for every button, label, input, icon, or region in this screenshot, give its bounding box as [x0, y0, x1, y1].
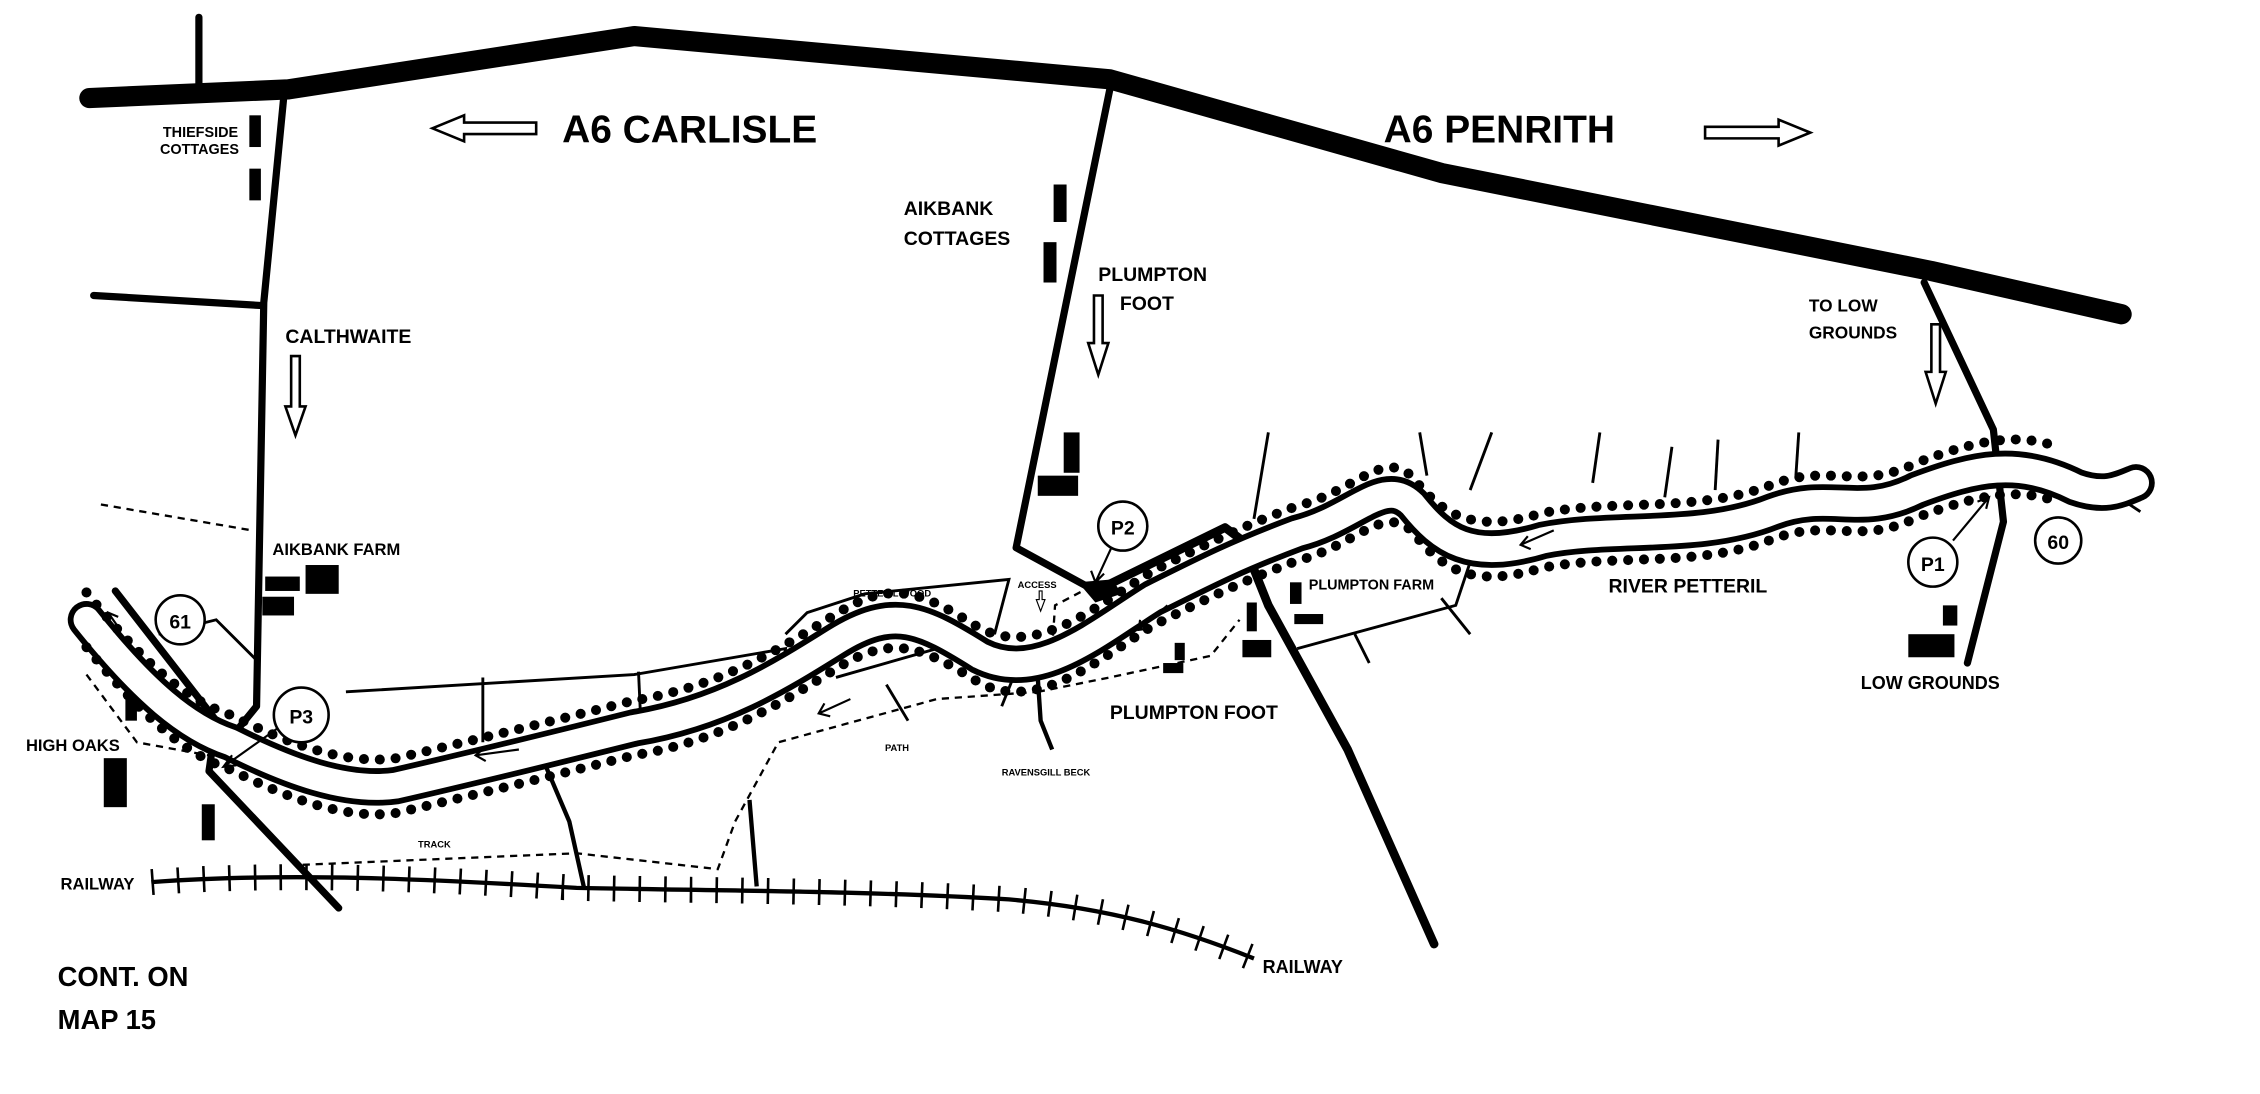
- continuation-note-1: CONT. ON: [58, 961, 189, 992]
- river-tree-dots-north: [81, 434, 2067, 765]
- arrow-down-icon: [1035, 590, 1046, 613]
- railway-east-label: RAILWAY: [1263, 957, 1343, 977]
- to-low-grounds-label-2: GROUNDS: [1809, 323, 1897, 343]
- marker-61-label: 61: [169, 611, 191, 633]
- track-label: TRACK: [418, 840, 451, 850]
- plumpton-foot-north-label-1: PLUMPTON: [1098, 264, 1207, 286]
- marker-60: [2033, 516, 2083, 565]
- aikbank-farm-label: AIKBANK FARM: [272, 540, 400, 559]
- continuation-note-2: MAP 15: [58, 1004, 156, 1035]
- aikbank-cottages-label-2: COTTAGES: [904, 228, 1011, 250]
- thiefside-label-2: COTTAGES: [160, 142, 239, 158]
- marker-pointers: [221, 495, 1991, 769]
- river-petteril: [67, 434, 2155, 820]
- a6-carlisle-label: A6 CARLISLE: [562, 109, 817, 152]
- railway-west-label: RAILWAY: [61, 874, 135, 893]
- arrow-left-icon: [428, 113, 538, 144]
- river-petteril-label: RIVER PETTERIL: [1609, 575, 1768, 597]
- arrow-right-icon: [1703, 117, 1814, 148]
- marker-p2-label: P2: [1111, 518, 1135, 540]
- arrow-down-icon: [283, 354, 308, 440]
- calthwaite-label: CALTHWAITE: [285, 326, 411, 348]
- thiefside-label-1: THIEFSIDE: [163, 125, 239, 141]
- becks: [542, 677, 1055, 887]
- railway: [150, 864, 1259, 971]
- marker-61: [154, 593, 206, 646]
- to-low-grounds-label-1: TO LOW: [1809, 295, 1878, 315]
- path-label: PATH: [885, 743, 909, 753]
- ravensgill-beck-label: RAVENSGILL BECK: [1002, 767, 1091, 777]
- marker-p3: [272, 686, 330, 744]
- arrow-down-icon: [1923, 323, 1948, 408]
- p2-car-park: [1078, 579, 1122, 603]
- access-label: ACCESS: [1018, 580, 1057, 590]
- arrow-down-icon: [1086, 294, 1111, 380]
- buildings: [103, 115, 1958, 841]
- marker-p1-label: P1: [1921, 554, 1945, 576]
- flow-arrows: [106, 529, 1555, 762]
- direction-arrows: [283, 113, 1948, 613]
- low-grounds-label: LOW GROUNDS: [1861, 673, 2000, 693]
- aikbank-cottages-label-1: AIKBANK: [904, 198, 994, 220]
- petteril-wood-label: PETTERIL WOOD: [853, 589, 931, 599]
- marker-60-label: 60: [2047, 532, 2069, 554]
- river-tree-dots-south: [81, 489, 2067, 820]
- plumpton-foot-label: PLUMPTON FOOT: [1110, 702, 1278, 724]
- marker-p1: [1907, 536, 1959, 588]
- marker-p2: [1096, 500, 1149, 552]
- a6-road: [79, 25, 2132, 325]
- plumpton-farm-label: PLUMPTON FARM: [1309, 578, 1434, 594]
- marker-p3-label: P3: [289, 707, 313, 729]
- plumpton-foot-north-label-2: FOOT: [1120, 293, 1174, 315]
- markers: [154, 500, 2083, 744]
- high-oaks-label: HIGH OAKS: [26, 736, 120, 755]
- a6-penrith-label: A6 PENRITH: [1384, 109, 1615, 152]
